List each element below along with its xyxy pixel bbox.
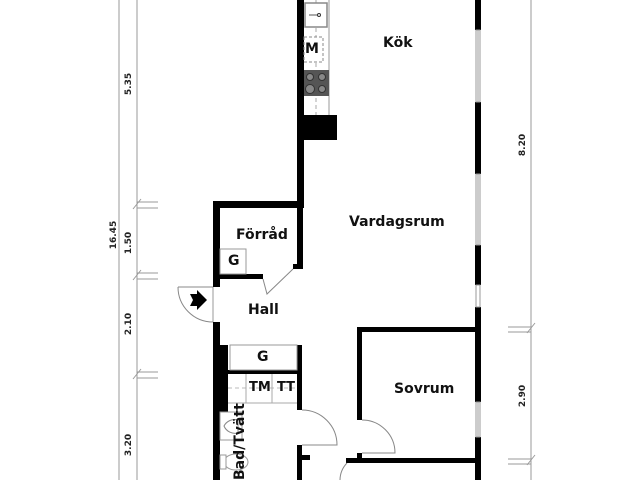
sovrum-door-swing[interactable] bbox=[361, 419, 396, 454]
entrance-arrow-icon bbox=[190, 290, 207, 310]
windows bbox=[475, 29, 481, 438]
washing-machine-label: TM bbox=[249, 380, 271, 395]
room-label-sovrum: Sovrum bbox=[394, 381, 455, 397]
forrad-wardrobe-box bbox=[219, 248, 247, 275]
dim-right-segment-2: 2.90 bbox=[518, 384, 529, 408]
room-label-hall: Hall bbox=[248, 302, 279, 318]
entrance-door[interactable] bbox=[177, 286, 214, 323]
dim-right-segment-1: 8.20 bbox=[518, 133, 529, 157]
walls bbox=[213, 0, 481, 480]
dim-left-segment-3: 2.10 bbox=[124, 312, 135, 336]
lower-door-swing bbox=[339, 462, 348, 480]
dim-left-segment-2: 1.50 bbox=[124, 231, 135, 255]
dim-left-total: 16.45 bbox=[109, 220, 120, 250]
dimension-lines-left bbox=[118, 0, 158, 480]
dim-left-segment-4: 3.20 bbox=[124, 433, 135, 457]
forrad-wardrobe-label: G bbox=[228, 253, 240, 269]
bathroom-fixtures bbox=[219, 411, 249, 471]
dim-left-segment-1: 5.35 bbox=[124, 72, 135, 96]
hall-wardrobe-box bbox=[229, 344, 298, 371]
laundry-row bbox=[228, 374, 297, 404]
microwave-label: M bbox=[305, 41, 319, 57]
hall-wardrobe-label: G bbox=[257, 349, 269, 365]
dryer-label: TT bbox=[277, 380, 296, 395]
forrad-door-swing bbox=[262, 268, 294, 295]
room-label-bad: Bad/Tvätt bbox=[232, 403, 248, 480]
kitchen-counter bbox=[303, 0, 330, 115]
room-label-forrad: Förråd bbox=[236, 227, 288, 243]
toilet-icon bbox=[219, 453, 249, 471]
dimension-lines-right bbox=[508, 0, 536, 480]
room-label-kok: Kök bbox=[383, 35, 413, 51]
bathroom-door-swing[interactable] bbox=[301, 409, 338, 446]
room-label-vardagsrum: Vardagsrum bbox=[349, 214, 445, 230]
